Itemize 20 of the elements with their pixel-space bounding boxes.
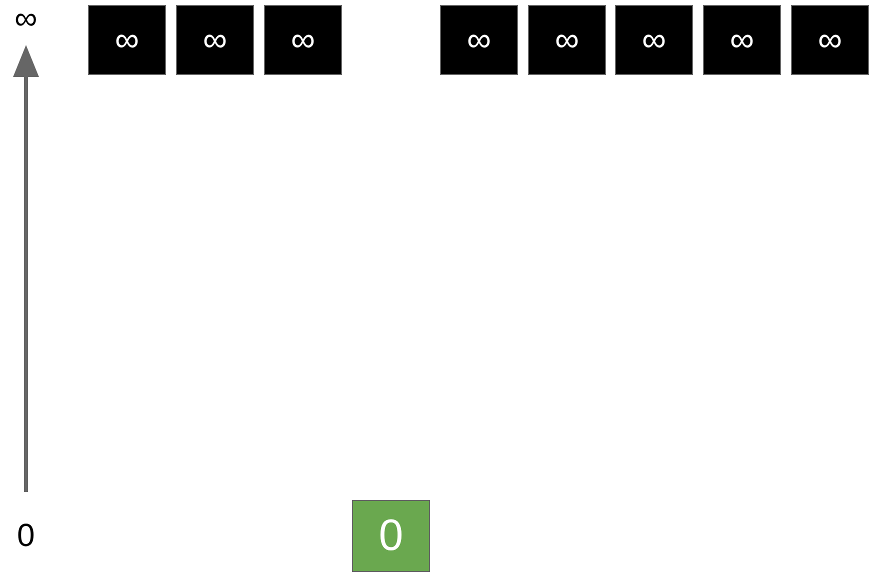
value-text: ∞	[114, 23, 140, 57]
value-box	[615, 5, 693, 75]
axis-label: 0	[17, 519, 35, 551]
value-text: ∞	[466, 23, 492, 57]
value-box	[352, 500, 430, 572]
value-text: ∞	[642, 23, 666, 57]
value-box	[791, 5, 869, 75]
value-box	[176, 5, 254, 75]
value-text: ∞	[554, 23, 580, 57]
value-text: 0	[378, 514, 404, 558]
value-box	[88, 5, 166, 75]
value-text: ∞	[290, 23, 316, 57]
value-text: ∞	[202, 23, 228, 57]
value-text: ∞	[818, 23, 842, 57]
value-box	[440, 5, 518, 75]
axis-label: ∞	[14, 2, 38, 34]
value-text: ∞	[730, 23, 754, 57]
value-box	[703, 5, 781, 75]
value-box	[264, 5, 342, 75]
value-box	[528, 5, 606, 75]
